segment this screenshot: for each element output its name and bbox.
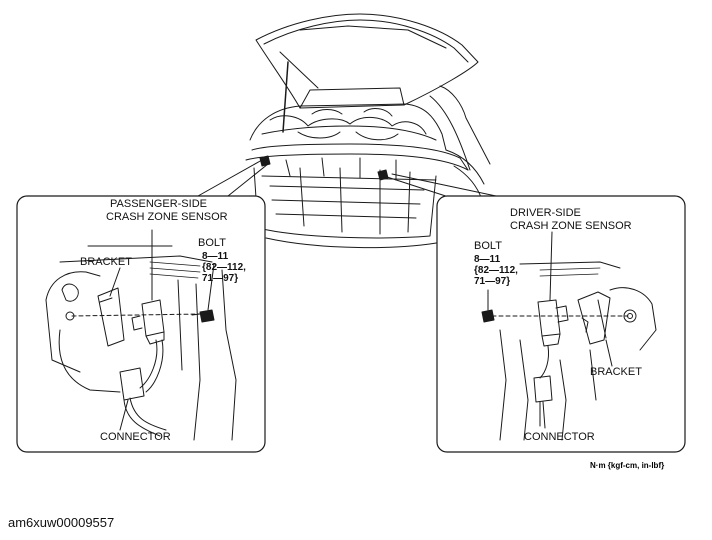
driver-torque-line2: {82—112, [474,265,518,276]
passenger-torque-line1: 8—11 [202,251,229,262]
passenger-bracket-label: BRACKET [80,256,132,268]
driver-sensor-label-line1: DRIVER-SIDE [510,207,581,219]
driver-side-sensor-illustration [481,231,657,441]
driver-connector-label: CONNECTOR [524,431,595,443]
passenger-bolt-label: BOLT [198,237,226,249]
passenger-torque-line3: 71—97} [202,273,239,284]
torque-units-note: N·m {kgf-cm, in-lbf} [590,461,665,470]
driver-bolt-label: BOLT [474,240,502,252]
passenger-side-sensor-illustration [45,229,237,441]
passenger-sensor-label-line1: PASSENGER-SIDE [110,198,207,210]
passenger-sensor-label-line2: CRASH ZONE SENSOR [106,211,228,223]
driver-side-callout-box [436,195,686,453]
passenger-side-callout-box [16,195,266,453]
driver-sensor-label-line2: CRASH ZONE SENSOR [510,220,632,232]
driver-torque-line3: 71—97} [474,276,511,287]
vehicle-front-illustration [245,13,491,249]
passenger-connector-label: CONNECTOR [100,431,171,443]
driver-bracket-label: BRACKET [590,366,642,378]
driver-torque-line1: 8—11 [474,254,501,265]
passenger-torque-line2: {82—112, [202,262,246,273]
passenger-callout-leader [197,159,263,197]
figure-id-caption: am6xuw00009557 [8,515,115,530]
